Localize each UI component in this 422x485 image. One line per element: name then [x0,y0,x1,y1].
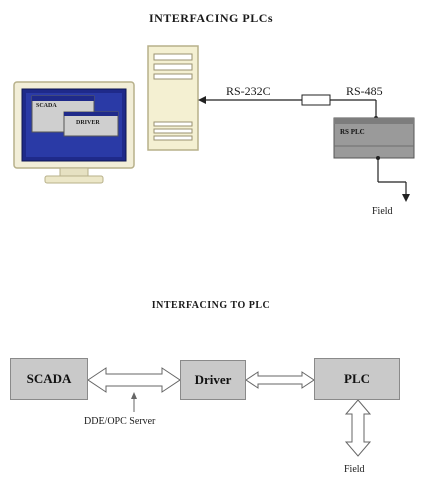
bottom-diagram-title: INTERFACING TO PLC [151,300,271,311]
plc-field-link [376,156,410,202]
driver-plc-double-arrow [245,371,315,389]
top-diagram-title: INTERFACING PLCs [148,11,274,25]
rs232c-label: RS-232C [226,84,271,98]
rs485-label: RS-485 [346,84,383,98]
plc-block: PLC [314,358,400,400]
serial-link [198,94,378,120]
scada-driver-double-arrow [87,367,181,393]
rs-plc-box [333,117,415,159]
bottom-field-label: Field [344,464,365,475]
driver-window-label: DRIVER [76,120,100,126]
tower-pc-icon [147,45,199,151]
scada-window-label: SCADA [36,103,57,109]
scada-block: SCADA [10,358,88,400]
rs-plc-label: RS PLC [340,128,365,136]
driver-block: Driver [180,360,246,400]
dde-opc-server-label: DDE/OPC Server [84,416,156,427]
plc-field-double-arrow [344,399,372,457]
driver-window [63,111,119,137]
top-field-label: Field [372,206,393,217]
server-pointer-arrow [131,392,137,412]
